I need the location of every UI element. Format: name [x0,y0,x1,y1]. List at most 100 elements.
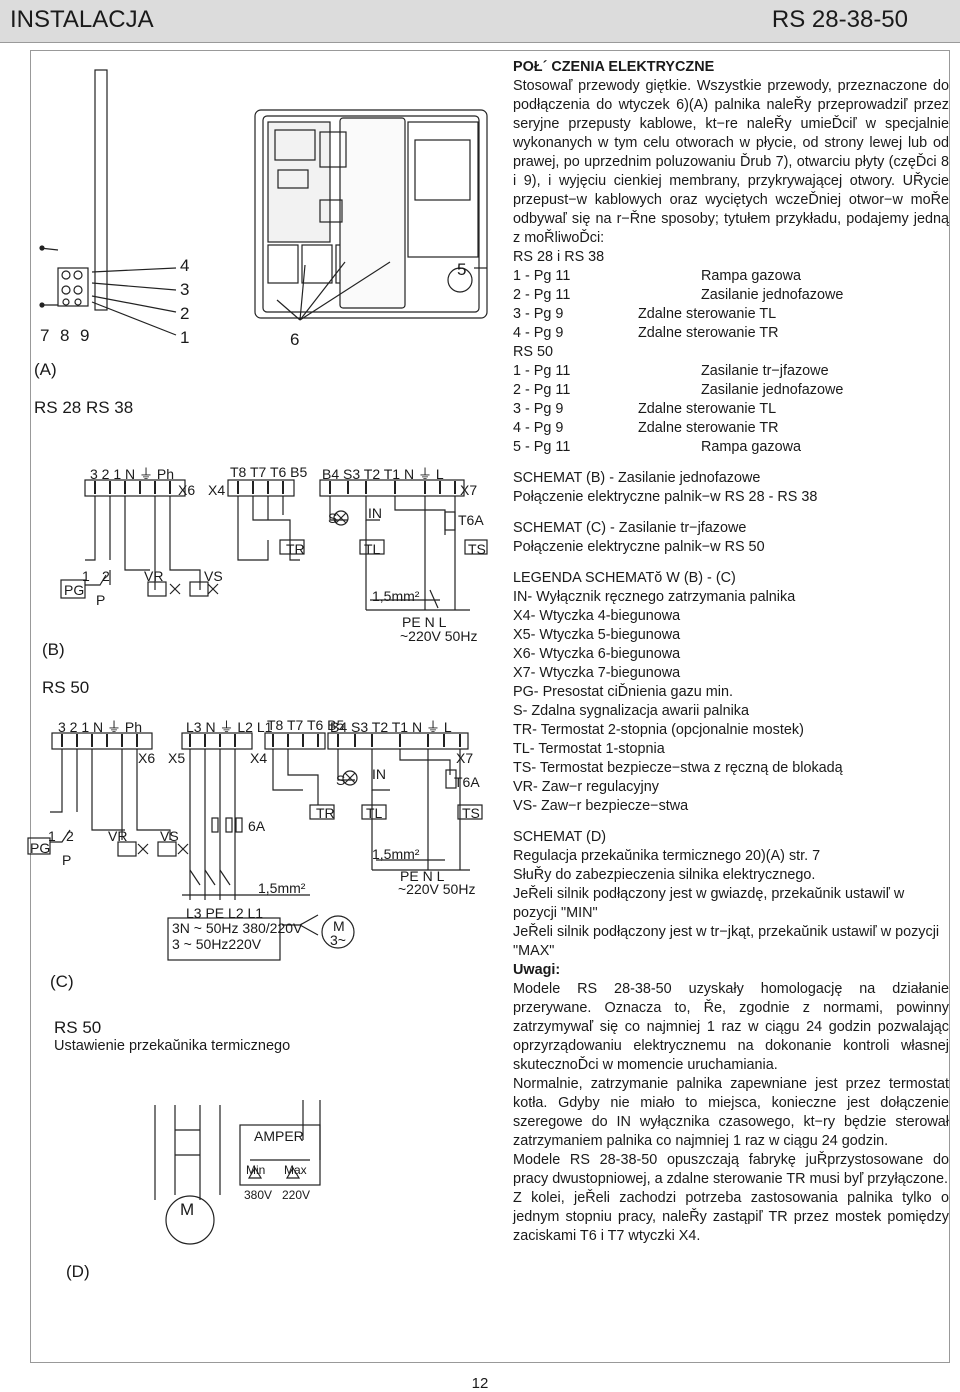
gland-size: 3 - Pg 9 [513,306,564,322]
note-1: Modele RS 28-38-50 uzyskały homologację … [513,981,949,1073]
legend-item: X5- Wtyczka 5-biegunowa [513,627,681,643]
label-9: 9 [80,326,90,345]
wiring-figures [27,69,488,1245]
b-s: S [328,510,338,526]
c-tl: TL [366,805,383,821]
figure-a-models: RS 28 RS 38 [34,398,134,417]
c-wire-3ph: 1,5mm² [258,880,306,896]
scheme-d-title: SCHEMAT (D) [513,829,607,845]
legend-item: VR- Zaw−r regulacyjny [513,779,659,795]
gland-purpose: Zasilanie jednofazowe [701,287,844,303]
gland-size: 4 - Pg 9 [513,420,564,436]
c-x7-pins: B4 S3 T2 T1 N ⏚ L [330,719,452,735]
c-motor-3ph: 3~ [330,932,346,948]
figure-c-caption: Ustawienie przekaŭnika termicznego [54,1038,291,1054]
list-item: 2 - Pg 11 Zasilanie jednofazowe [513,286,949,305]
scheme-d-line4: JeŘeli silnik podłączony jest w tr−jkąt,… [513,924,940,959]
c-t6a: T6A [454,774,480,790]
gland-purpose: Zdalne sterowanie TR [638,420,779,436]
list-item: 3 - Pg 9 Zdalne sterowanie TL [513,305,949,324]
b-x6-pins: 3 2 1 N ⏚ Ph [90,466,175,482]
figure-c-label: (C) [50,972,74,991]
d-380v: 380V [244,1188,273,1202]
note-3: Modele RS 28-38-50 opuszczają fabrykę ju… [513,1152,949,1187]
gland-size: 4 - Pg 9 [513,325,564,341]
text-column: POŁ´ CZENIA ELEKTRYCZNE Stosowaľ przewod… [513,58,949,1246]
scheme-d-line1: Regulacja przekaŭnika termicznego 20)(A)… [513,848,821,864]
c-supply: ~220V 50Hz [398,881,476,897]
c-tr: TR [316,805,335,821]
label-3: 3 [180,280,190,299]
legend-item: S- Zdalna sygnalizacja awarii palnika [513,703,749,719]
scheme-b-title: SCHEMAT (B) - Zasilanie jednofazowe [513,470,761,486]
legend-item: X6- Wtyczka 6-biegunowa [513,646,681,662]
legend-item: TL- Termostat 1-stopnia [513,741,665,757]
c-wire: 1,5mm² [372,846,420,862]
c-ts: TS [462,805,480,821]
section-title: POŁ´ CZENIA ELEKTRYCZNE [513,59,715,75]
label-6: 6 [290,330,300,349]
c-x5: X5 [168,750,186,766]
gland-purpose: Zdalne sterowanie TL [638,306,777,322]
figure-c-drawing [27,732,483,961]
b-2: 2 [102,568,110,584]
c-supply-pins: PE N L [400,868,445,884]
label-7: 7 [40,326,50,345]
gland-size: 5 - Pg 11 [513,439,571,455]
intro-paragraph: Stosowaľ przewody giętkie. Wszystkie prz… [513,78,949,246]
scheme-c-title: SCHEMAT (C) - Zasilanie tr−jfazowe [513,520,747,536]
figure-d-drawing [154,1100,321,1245]
b-1: 1 [82,568,90,584]
figure-b-label: (B) [42,640,65,659]
c-x6: X6 [138,750,156,766]
gland-size: 2 - Pg 11 [513,382,571,398]
legend-list: IN- Wyłącznik ręcznego zatrzymania palni… [513,588,949,816]
c-x7: X7 [456,750,474,766]
c-vs: VS [160,828,179,844]
label-8: 8 [60,326,70,345]
figure-b-model: RS 50 [42,678,90,697]
legend-item: X4- Wtyczka 4-biegunowa [513,608,681,624]
gland-purpose: Rampa gazowa [701,439,801,455]
scheme-b-desc: Połączenie elektryczne palnik−w RS 28 - … [513,489,818,505]
c-motor: M [333,918,345,934]
d-amper: AMPER [254,1128,304,1144]
b-vr: VR [144,568,164,584]
list-item: 4 - Pg 9 Zdalne sterowanie TR [513,324,949,343]
list-item: 4 - Pg 9 Zdalne sterowanie TR [513,419,949,438]
legend-item: X7- Wtyczka 7-biegunowa [513,665,681,681]
gland-size: 2 - Pg 11 [513,287,571,303]
figures-column: 7 8 9 4 3 2 1 5 6 (A) RS 28 RS 38 3 2 1 … [27,69,488,1281]
scheme-c-desc: Połączenie elektryczne palnik−w RS 50 [513,539,765,555]
figure-a-drawing [39,69,488,336]
gland-purpose: Zdalne sterowanie TR [638,325,779,341]
d-max: Max [284,1163,307,1177]
c-6a: 6A [248,818,266,834]
b-tl: TL [364,541,381,557]
b-ts: TS [468,541,486,557]
note-4: Z kolei, jeŘeli zachodzi potrzeba zastos… [513,1190,949,1244]
gland-size: 3 - Pg 9 [513,401,564,417]
label-5: 5 [457,260,467,279]
scheme-d-line3: JeŘeli silnik podłączony jest w gwiazdę,… [513,886,905,921]
b-supply: ~220V 50Hz [400,628,478,644]
legend-item: IN- Wyłącznik ręcznego zatrzymania palni… [513,589,796,605]
gland-purpose: Zdalne sterowanie TL [638,401,777,417]
figure-d-label: (D) [66,1262,90,1281]
b-t6a: T6A [458,512,484,528]
gland-purpose: Zasilanie jednofazowe [701,382,844,398]
legend-item: TS- Termostat bezpiecze−stwa z ręczną de… [513,760,843,776]
list-item: 5 - Pg 11 Rampa gazowa [513,438,949,457]
notes-heading: Uwagi: [513,962,561,978]
figure-a-label: (A) [34,360,57,379]
b-x7: X7 [460,482,478,498]
page-header: INSTALACJA RS 28-38-50 [0,0,960,43]
d-min: Min [246,1163,266,1177]
gland-purpose: Zasilanie tr−jfazowe [701,363,829,379]
c-x5-pins: L3 N ⏚ L2 L1 [186,719,273,735]
legend-item: PG- Presostat ciĎnienia gazu min. [513,684,733,700]
c-x4-pins: T8 T7 T6 B5 [267,717,345,733]
